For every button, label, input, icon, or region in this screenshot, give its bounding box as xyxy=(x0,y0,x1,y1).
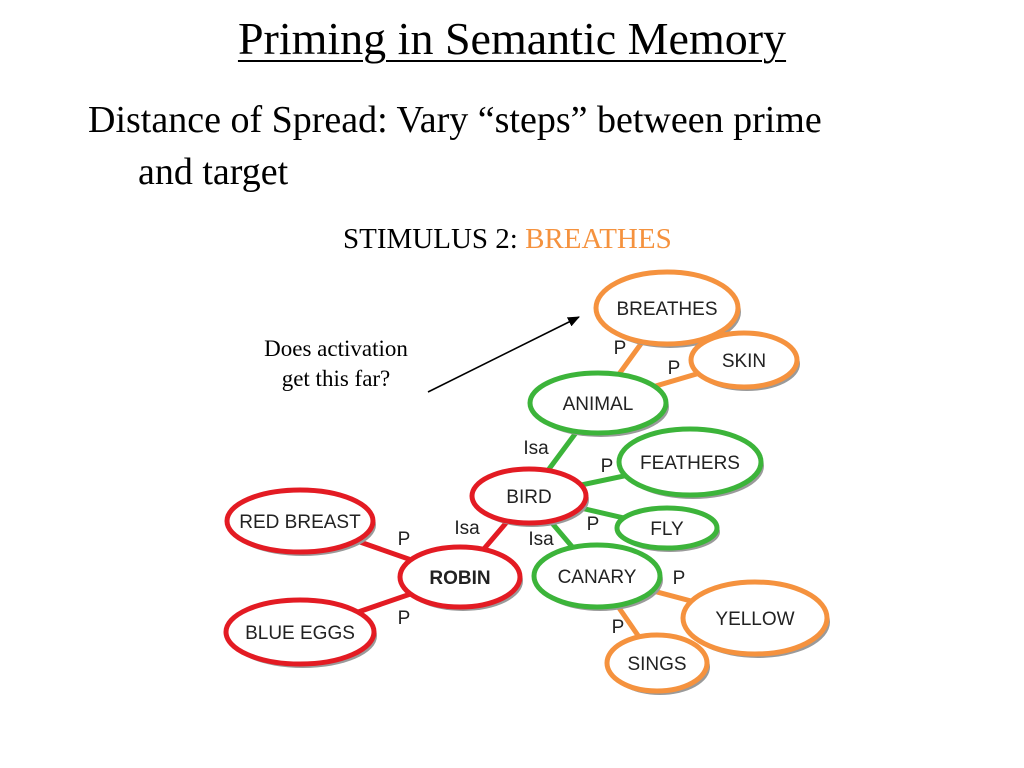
node-yellow: YELLOW xyxy=(680,579,830,658)
node-label: BLUE EGGS xyxy=(245,623,355,644)
node-sings: SINGS xyxy=(604,632,710,695)
edge-label-robin-blue_eggs: P xyxy=(398,608,411,629)
nodes-layer: BREATHES SKIN ANIMAL FEATHERS BIRD FLY RED BRE… xyxy=(223,269,830,695)
callout-arrow xyxy=(427,316,580,393)
node-label: BREATHES xyxy=(616,299,717,320)
edge-label-canary-sings: P xyxy=(612,617,625,638)
node-ellipse xyxy=(527,370,669,436)
node-label: RED BREAST xyxy=(239,512,361,533)
node-label: ROBIN xyxy=(429,568,490,589)
node-label: SKIN xyxy=(722,351,766,372)
edge-label-bird-feathers: P xyxy=(601,456,614,477)
node-ellipse xyxy=(680,579,830,657)
edge-label-robin-red_breast: P xyxy=(398,529,411,550)
node-label: BIRD xyxy=(506,487,551,508)
stimulus-prefix: STIMULUS 2: xyxy=(343,223,526,255)
edge-label-canary-bird: Isa xyxy=(528,529,554,550)
node-label: SINGS xyxy=(627,654,686,675)
node-label: ANIMAL xyxy=(563,394,634,415)
node-ellipse xyxy=(397,544,523,610)
node-ellipse xyxy=(223,597,377,667)
slide-title: Priming in Semantic Memory xyxy=(237,13,787,64)
node-ellipse xyxy=(614,505,720,551)
node-feathers: FEATHERS xyxy=(616,426,764,499)
node-animal: ANIMAL xyxy=(527,370,669,437)
node-label: YELLOW xyxy=(715,609,794,630)
node-ellipse xyxy=(616,426,764,498)
stimulus-caption: STIMULUS 2: BREATHES xyxy=(343,223,672,256)
node-red-breast: RED BREAST xyxy=(224,487,376,556)
node-robin: ROBIN xyxy=(397,544,523,611)
stimulus-word: BREATHES xyxy=(525,223,672,255)
node-ellipse xyxy=(224,487,376,555)
node-bird: BIRD xyxy=(469,466,589,527)
node-breathes: BREATHES xyxy=(593,269,741,348)
node-ellipse xyxy=(469,466,589,526)
node-label: CANARY xyxy=(558,567,637,588)
edge-label-robin-bird: Isa xyxy=(454,518,480,539)
node-ellipse xyxy=(531,542,663,610)
node-skin: SKIN xyxy=(688,330,800,391)
edge-label-canary-yellow: P xyxy=(673,568,686,589)
node-ellipse xyxy=(688,330,800,390)
edge-label-animal-breathes: P xyxy=(614,338,627,359)
edge-label-bird-animal: Isa xyxy=(523,438,549,459)
node-fly: FLY xyxy=(614,505,720,552)
callout-text: Does activation get this far? xyxy=(236,334,436,394)
callout-line-2: get this far? xyxy=(281,366,391,391)
bullet-line-2: and target xyxy=(138,151,289,193)
edge-label-bird-fly: P xyxy=(587,514,600,535)
node-label: FEATHERS xyxy=(640,453,740,474)
callout-line-1: Does activation xyxy=(264,336,408,361)
edge-label-animal-skin: P xyxy=(668,358,681,379)
node-canary: CANARY xyxy=(531,542,663,611)
node-label: FLY xyxy=(650,519,684,540)
node-ellipse xyxy=(604,632,710,694)
node-ellipse xyxy=(593,269,741,347)
bullet-line-1: Distance of Spread: Vary “steps” between… xyxy=(88,99,822,141)
node-blue-eggs: BLUE EGGS xyxy=(223,597,377,668)
